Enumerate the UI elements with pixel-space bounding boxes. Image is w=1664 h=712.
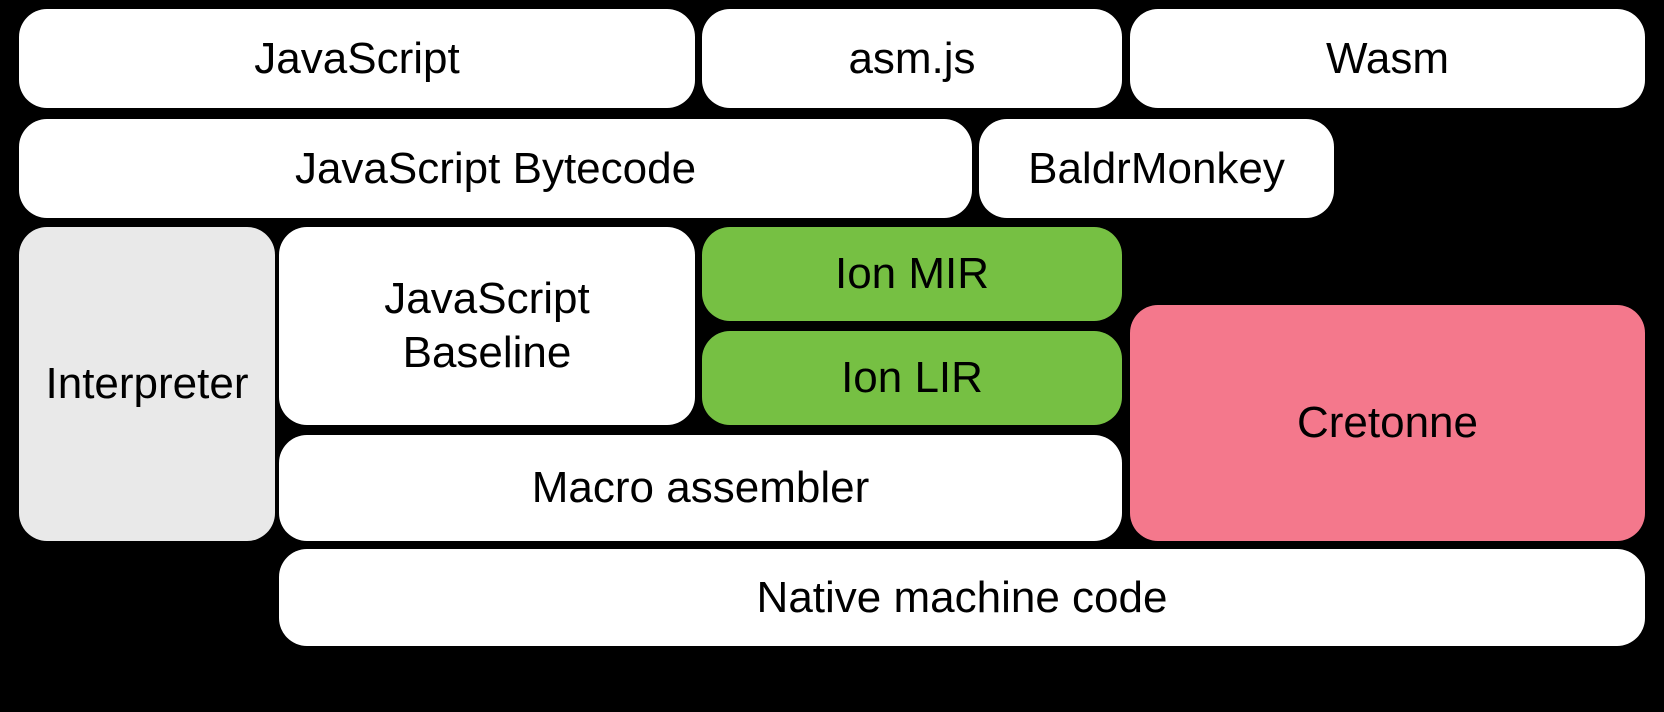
node-interpreter[interactable]: Interpreter (19, 227, 275, 541)
node-native-machine-code-label: Native machine code (756, 572, 1168, 622)
node-wasm[interactable]: Wasm (1130, 9, 1645, 108)
node-asmjs[interactable]: asm.js (702, 9, 1122, 108)
node-cretonne-label: Cretonne (1296, 398, 1478, 448)
node-interpreter-label: Interpreter (45, 359, 249, 409)
node-ion-lir-label: Ion LIR (841, 353, 983, 403)
node-javascript-baseline[interactable]: JavaScript Baseline (279, 227, 695, 425)
node-baldrmonkey-label: BaldrMonkey (1028, 143, 1285, 193)
node-wasm-label: Wasm (1325, 33, 1450, 83)
node-native-machine-code[interactable]: Native machine code (279, 549, 1645, 646)
node-ion-mir-label: Ion MIR (834, 249, 990, 299)
node-javascript-bytecode[interactable]: JavaScript Bytecode (19, 119, 972, 218)
node-macro-assembler-label: Macro assembler (531, 463, 870, 513)
node-macro-assembler[interactable]: Macro assembler (279, 435, 1122, 541)
node-ion-mir[interactable]: Ion MIR (702, 227, 1122, 321)
node-cretonne[interactable]: Cretonne (1130, 305, 1645, 541)
node-baldrmonkey[interactable]: BaldrMonkey (979, 119, 1334, 218)
node-asmjs-label: asm.js (848, 33, 976, 83)
node-javascript-baseline-label: JavaScript Baseline (384, 274, 590, 377)
node-javascript-bytecode-label: JavaScript Bytecode (294, 143, 697, 193)
node-javascript-label: JavaScript (254, 33, 460, 83)
node-javascript[interactable]: JavaScript (19, 9, 695, 108)
node-ion-lir[interactable]: Ion LIR (702, 331, 1122, 425)
